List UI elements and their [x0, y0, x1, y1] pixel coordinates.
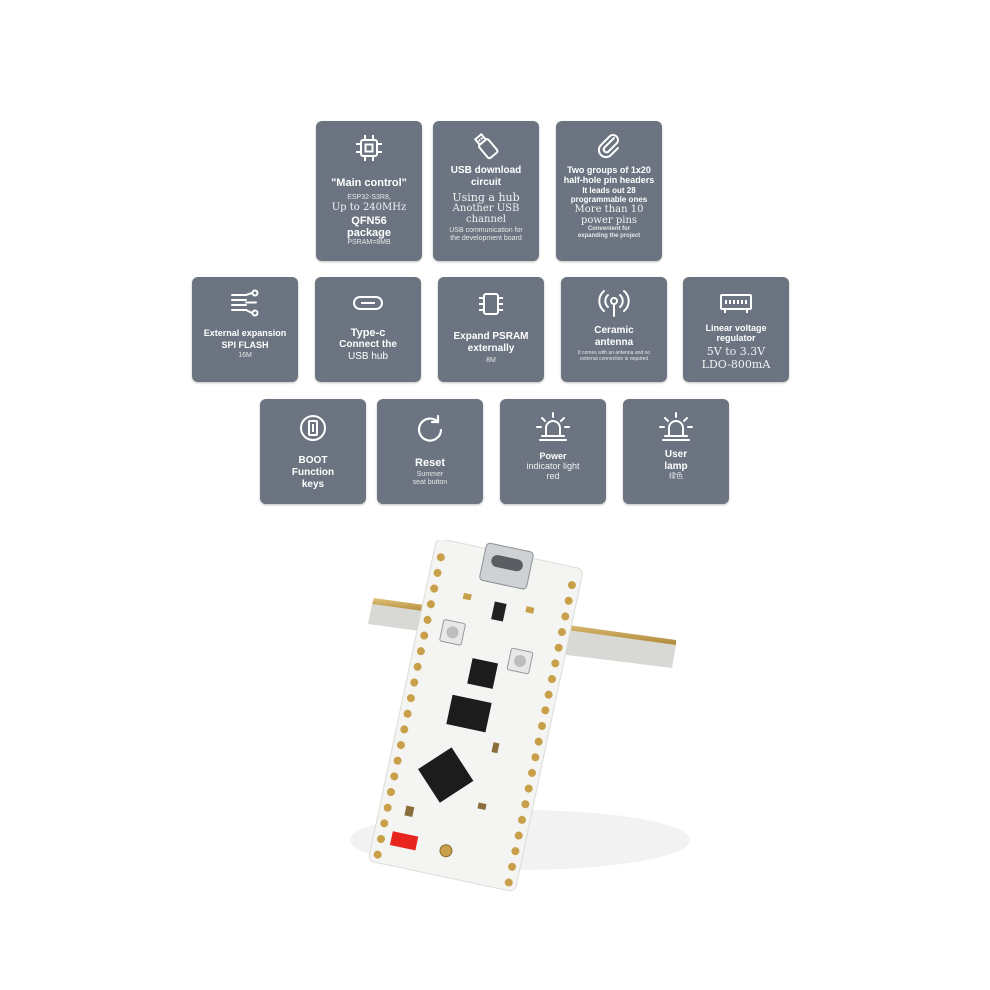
type-c-tile: Type-c Connect the USB hub: [315, 277, 421, 382]
antenna-title1: Ceramic: [594, 325, 634, 336]
power-light-title3: red: [546, 471, 560, 481]
usb-download-title1: USB download: [450, 165, 522, 176]
pin-headers-title2: half-hole pin headers: [563, 175, 655, 185]
pin-header-left: [368, 598, 432, 632]
chip-icon: [320, 133, 418, 163]
flash-chip: [446, 694, 492, 733]
pin-headers-tile: Two groups of 1x20 half-hole pin headers…: [556, 121, 662, 261]
main-control-line2: Up to 240MHz: [331, 202, 407, 213]
reset-line1: Summer: [416, 471, 444, 478]
regulator-line1: 5V to 3.3V: [706, 345, 766, 358]
main-control-title: "Main control": [331, 177, 407, 189]
boot-button-icon: [264, 413, 362, 443]
usb-download-line2: Another USB: [452, 203, 520, 214]
pin-headers-title1: Two groups of 1x20: [567, 165, 651, 175]
type-c-line1: Connect the: [339, 339, 397, 350]
ldo-chip: [467, 658, 499, 689]
regulator-title1: Linear voltage: [705, 323, 767, 333]
type-c-line2: USB hub: [347, 351, 389, 362]
main-control-line4: package: [346, 227, 392, 239]
esp32-chip: [418, 747, 474, 803]
spi-flash-title2: SPI FLASH: [221, 340, 269, 350]
usb-stick-icon: [437, 131, 535, 161]
power-light-tile: Power indicator light red: [500, 399, 606, 504]
psram-tile: Expand PSRAM externally 8M: [438, 277, 544, 382]
paperclip-icon: [560, 131, 658, 161]
antenna-signal-icon: [565, 287, 663, 319]
reset-line2: seat button: [412, 479, 448, 486]
main-control-line3: QFN56: [351, 215, 387, 227]
pin-headers-line2: programmable ones: [570, 195, 648, 204]
power-light-title1: Power: [539, 451, 567, 461]
boot-tile: BOOT Function keys: [260, 399, 366, 504]
antenna-tile: Ceramic antenna It comes with an antenna…: [561, 277, 667, 382]
main-control-line5: PSRAM=8MB: [347, 239, 391, 246]
type-c-title: Type-c: [350, 327, 386, 339]
antenna-title2: antenna: [594, 337, 634, 348]
pin-headers-line4: power pins: [580, 215, 638, 226]
spi-flash-line1: 16M: [238, 352, 252, 359]
reset-title: Reset: [415, 457, 445, 469]
pin-headers-line1: It leads out 28: [582, 186, 636, 195]
usb-download-line3: channel: [466, 214, 506, 225]
indicator-light-icon: [627, 411, 725, 443]
user-lamp-line1: 绿色: [669, 473, 683, 480]
reset-tile: Reset Summer seat button: [377, 399, 483, 504]
usb-download-line5: the development board: [450, 235, 522, 242]
pin-headers-line3: More than 10: [574, 204, 644, 215]
reset-arrow-icon: [381, 413, 479, 445]
memory-chip-icon: [442, 289, 540, 319]
usb-download-tile: USB download circuit Using a hub Another…: [433, 121, 539, 261]
pcb: [368, 538, 583, 892]
reset-button: [506, 647, 534, 675]
pin-headers-line5: Convenient for: [587, 226, 631, 232]
antenna-line2: external connection is required: [579, 356, 649, 362]
regulator-module-icon: [687, 291, 785, 315]
main-control-tile: "Main control" ESP32-S3R8, Up to 240MHz …: [316, 121, 422, 261]
user-lamp-title2: lamp: [664, 461, 688, 472]
circuit-branch-icon: [196, 289, 294, 317]
power-light-title2: indicator light: [526, 461, 580, 471]
indicator-light-icon: [504, 411, 602, 443]
boot-title3: keys: [301, 479, 325, 490]
antenna-line1: It comes with an antenna and no: [577, 350, 651, 356]
dev-board-photo: [320, 538, 700, 900]
ceramic-antenna: [439, 844, 453, 858]
regulator-line2: LDO-800mA: [701, 358, 771, 371]
boot-button: [439, 619, 466, 646]
psram-title2: externally: [467, 343, 515, 354]
main-control-line1: ESP32-S3R8,: [347, 194, 391, 201]
pin-headers-line6: expanding the project: [577, 233, 641, 239]
user-lamp-title1: User: [664, 449, 688, 460]
psram-title1: Expand PSRAM: [453, 331, 529, 342]
spi-flash-tile: External expansion SPI FLASH 16M: [192, 277, 298, 382]
regulator-title2: regulator: [716, 333, 756, 343]
power-led: [389, 831, 419, 851]
boot-title1: BOOT: [298, 455, 328, 466]
psram-line1: 8M: [486, 357, 496, 364]
usb-download-line1: Using a hub: [452, 191, 520, 204]
spi-flash-title1: External expansion: [203, 328, 287, 338]
usb-download-title2: circuit: [470, 177, 501, 188]
usb-c-port-icon: [319, 293, 417, 313]
usb-download-line4: USB communication for: [449, 227, 523, 234]
boot-title2: Function: [291, 467, 335, 478]
regulator-tile: Linear voltage regulator 5V to 3.3V LDO-…: [683, 277, 789, 382]
user-lamp-tile: User lamp 绿色: [623, 399, 729, 504]
